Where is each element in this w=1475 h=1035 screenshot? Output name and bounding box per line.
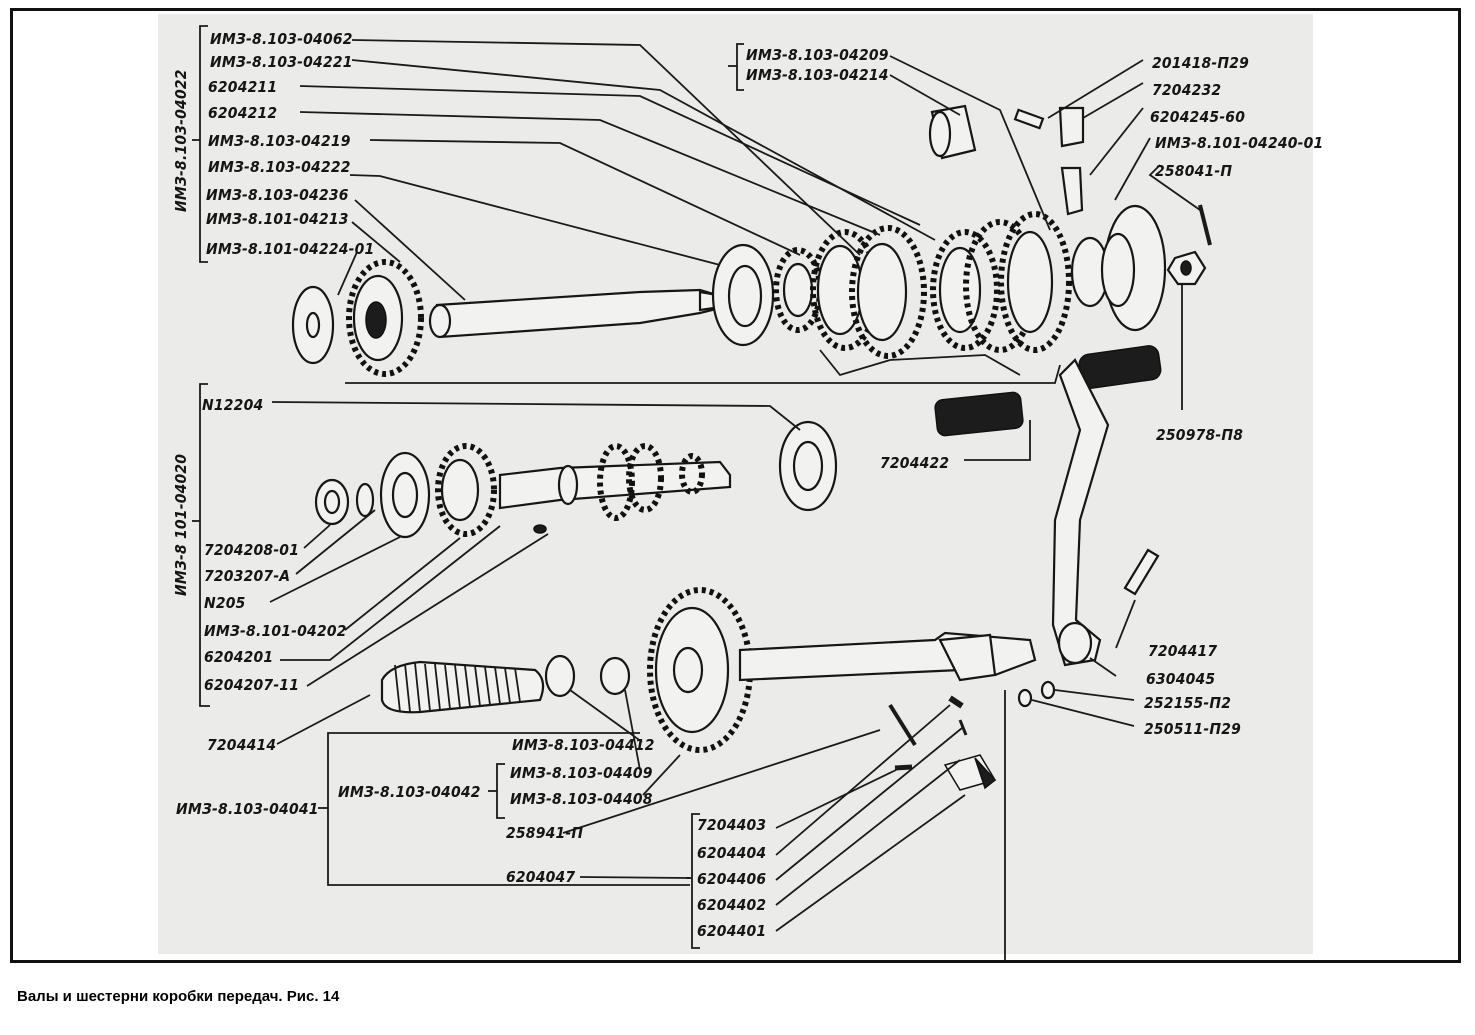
part-label: 250978-П8 <box>1156 426 1243 444</box>
main-shaft <box>435 288 722 339</box>
part-label: ИМЗ-8.103-04408 <box>510 790 653 808</box>
kickstart-shaft-parts <box>380 587 1037 791</box>
part-label: ИМЗ-8.103-04409 <box>510 764 653 782</box>
part-label: 6204245-60 <box>1150 108 1245 126</box>
countershaft-group-bracket: ИМЗ-8 101-04020 <box>172 383 210 707</box>
washer-hole <box>305 311 321 339</box>
part-label: 7204417 <box>1148 642 1217 660</box>
bush-04412 <box>544 654 576 698</box>
part-label: 6204207-11 <box>204 676 299 694</box>
kickstart-group-bracket: ИМЗ-8.103-04041 ИМЗ-8.103-04042 <box>176 732 700 949</box>
part-label: ИМЗ-8.101-04213 <box>206 210 349 228</box>
part-label: ИМЗ-8.103-04209 <box>746 46 889 64</box>
screw <box>1013 108 1045 130</box>
figure-caption: Валы и шестерни коробки передач. Рис. 14 <box>17 988 340 1005</box>
group-label-input-shaft: ИМЗ-8.103-04022 <box>172 69 190 212</box>
pin-7204417 <box>1123 548 1160 596</box>
counter-gear-4 <box>679 453 705 495</box>
part-label: 6204406 <box>697 870 766 888</box>
part-label: 201418-П29 <box>1152 54 1249 72</box>
part-label: 6204401 <box>697 922 766 940</box>
gear-teeth <box>346 259 424 377</box>
part-label: 6204212 <box>208 104 277 122</box>
rubber-bush <box>934 391 1024 437</box>
lever-arm <box>1051 358 1110 667</box>
part-label: ИМЗ-8.103-04062 <box>210 30 353 48</box>
part-label: ИМЗ-8.101-04202 <box>204 622 347 640</box>
pin <box>1060 166 1084 216</box>
sleeve <box>1058 106 1085 148</box>
gear-6 <box>998 211 1072 353</box>
labels-top-middle: ИМЗ-8.103-04209 ИМЗ-8.103-04214 <box>746 46 889 84</box>
part-label: ИМЗ-8.101-04240-01 <box>1155 134 1323 152</box>
part-label: N12204 <box>202 396 263 414</box>
part-label: ИМЗ-8.103-04236 <box>206 186 349 204</box>
counter-gear-1 <box>435 443 497 537</box>
part-label: 7204422 <box>880 454 949 472</box>
part-label: 6204201 <box>204 648 273 666</box>
return-spring <box>380 660 545 714</box>
part-label: ИМЗ-8.103-04412 <box>512 736 655 754</box>
part-label: 6204211 <box>208 78 277 96</box>
part-label: 6204404 <box>697 844 766 862</box>
bush-04409 <box>599 656 631 696</box>
gear-hub <box>365 301 387 339</box>
part-label: N205 <box>204 594 246 612</box>
part-label: 7204414 <box>207 736 276 754</box>
part-label: ИМЗ-8.103-04222 <box>208 158 351 176</box>
labels-middle-left: N12204 7204208-01 7203207-А N205 ИМЗ-8.1… <box>202 396 347 694</box>
part-label: 6204047 <box>506 868 575 886</box>
part-label: 7204403 <box>697 816 766 834</box>
part-label: 7203207-А <box>204 567 290 585</box>
part-label: 252155-П2 <box>1144 694 1231 712</box>
labels-right-lower: 7204417 6304045 252155-П2 250511-П29 <box>1144 642 1241 738</box>
part-label: 250511-П29 <box>1144 720 1241 738</box>
countershaft <box>498 460 732 510</box>
figure-panel <box>158 14 1313 954</box>
countershaft-parts <box>314 420 838 539</box>
group-label-countershaft: ИМЗ-8 101-04020 <box>172 454 190 596</box>
part-label: 258941-П <box>506 824 583 842</box>
labels-top-left: ИМЗ-8.103-04062 ИМЗ-8.103-04221 6204211 … <box>206 30 374 258</box>
lever-pedal-rubber <box>1078 345 1162 389</box>
labels-lower: 7204414 ИМЗ-8.103-04412 ИМЗ-8.103-04409 … <box>207 736 766 940</box>
part-label: ИМЗ-8.103-04219 <box>208 132 351 150</box>
part-label: ИМЗ-8.103-04214 <box>746 66 889 84</box>
part-label: 7204208-01 <box>204 541 299 559</box>
leader-lines <box>269 39 1201 960</box>
input-shaft-parts <box>291 104 1212 377</box>
labels-top-right: 201418-П29 7204232 6204245-60 ИМЗ-8.101-… <box>880 54 1323 472</box>
kick-lever <box>934 345 1162 708</box>
part-label: 258041-П <box>1155 162 1232 180</box>
input-shaft-assembly-outline <box>345 349 1061 384</box>
input-shaft-group-bracket: ИМЗ-8.103-04022 <box>172 25 208 263</box>
part-label: ИМЗ-8.103-04221 <box>210 53 353 71</box>
part-label: 6304045 <box>1146 670 1215 688</box>
counter-gear-3 <box>626 443 664 513</box>
group-label-kickstart-subassembly: ИМЗ-8.103-04042 <box>338 783 481 801</box>
part-label: ИМЗ-8.101-04224-01 <box>206 240 374 258</box>
group-label-kickstart-shaft: ИМЗ-8.103-04041 <box>176 800 319 818</box>
part-label: 6204402 <box>697 896 766 914</box>
part-label: 7204232 <box>1152 81 1221 99</box>
gear-4 <box>930 229 1000 351</box>
key <box>533 524 547 534</box>
gear-3 <box>849 225 927 359</box>
top-middle-bracket <box>728 43 744 91</box>
